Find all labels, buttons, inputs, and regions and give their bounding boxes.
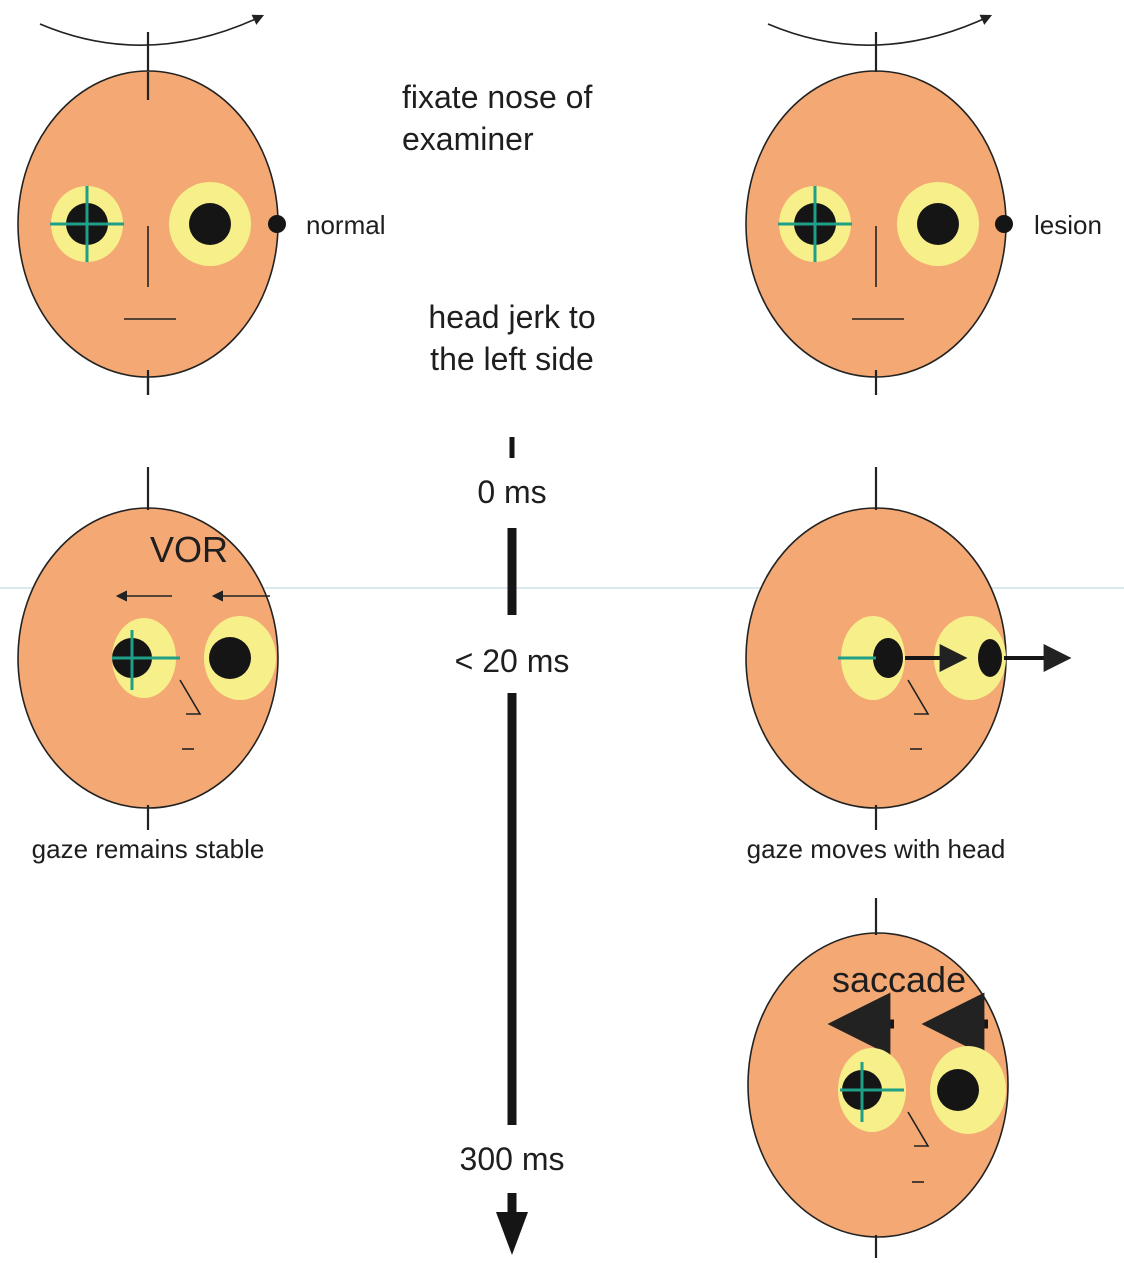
timeline-label-20ms: < 20 ms — [455, 643, 570, 679]
ear-dot — [995, 215, 1013, 233]
ear-dot — [268, 215, 286, 233]
timeline-label-0ms: 0 ms — [477, 474, 546, 510]
right-pupil — [209, 637, 251, 679]
instruction-text-line-2: examiner — [402, 121, 534, 157]
head-jerk-text-line-2: the left side — [430, 341, 594, 377]
timeline — [496, 437, 528, 1255]
right-pupil — [917, 203, 959, 245]
caption-gaze-moves: gaze moves with head — [747, 834, 1006, 864]
head-jerk-text-line-1: head jerk to — [428, 299, 595, 335]
left-pupil — [873, 638, 903, 678]
label-normal: normal — [306, 210, 385, 240]
label-saccade: saccade — [832, 959, 966, 1000]
face-lesion-after-jerk — [746, 467, 1066, 830]
right-pupil — [189, 203, 231, 245]
head-rotation-arrow — [40, 16, 262, 45]
right-pupil — [937, 1069, 979, 1111]
face-lesion-initial — [746, 16, 1013, 395]
face-normal-initial — [18, 16, 286, 395]
timeline-arrowhead — [496, 1212, 528, 1255]
label-lesion: lesion — [1034, 210, 1102, 240]
head-rotation-arrow — [768, 16, 990, 45]
face-normal-after-jerk — [18, 467, 278, 830]
caption-gaze-stable: gaze remains stable — [32, 834, 265, 864]
right-pupil — [978, 639, 1002, 677]
face-lesion-saccade — [748, 898, 1008, 1258]
label-vor: VOR — [150, 529, 228, 570]
instruction-text-line-1: fixate nose of — [402, 79, 592, 115]
timeline-label-300ms: 300 ms — [460, 1141, 565, 1177]
